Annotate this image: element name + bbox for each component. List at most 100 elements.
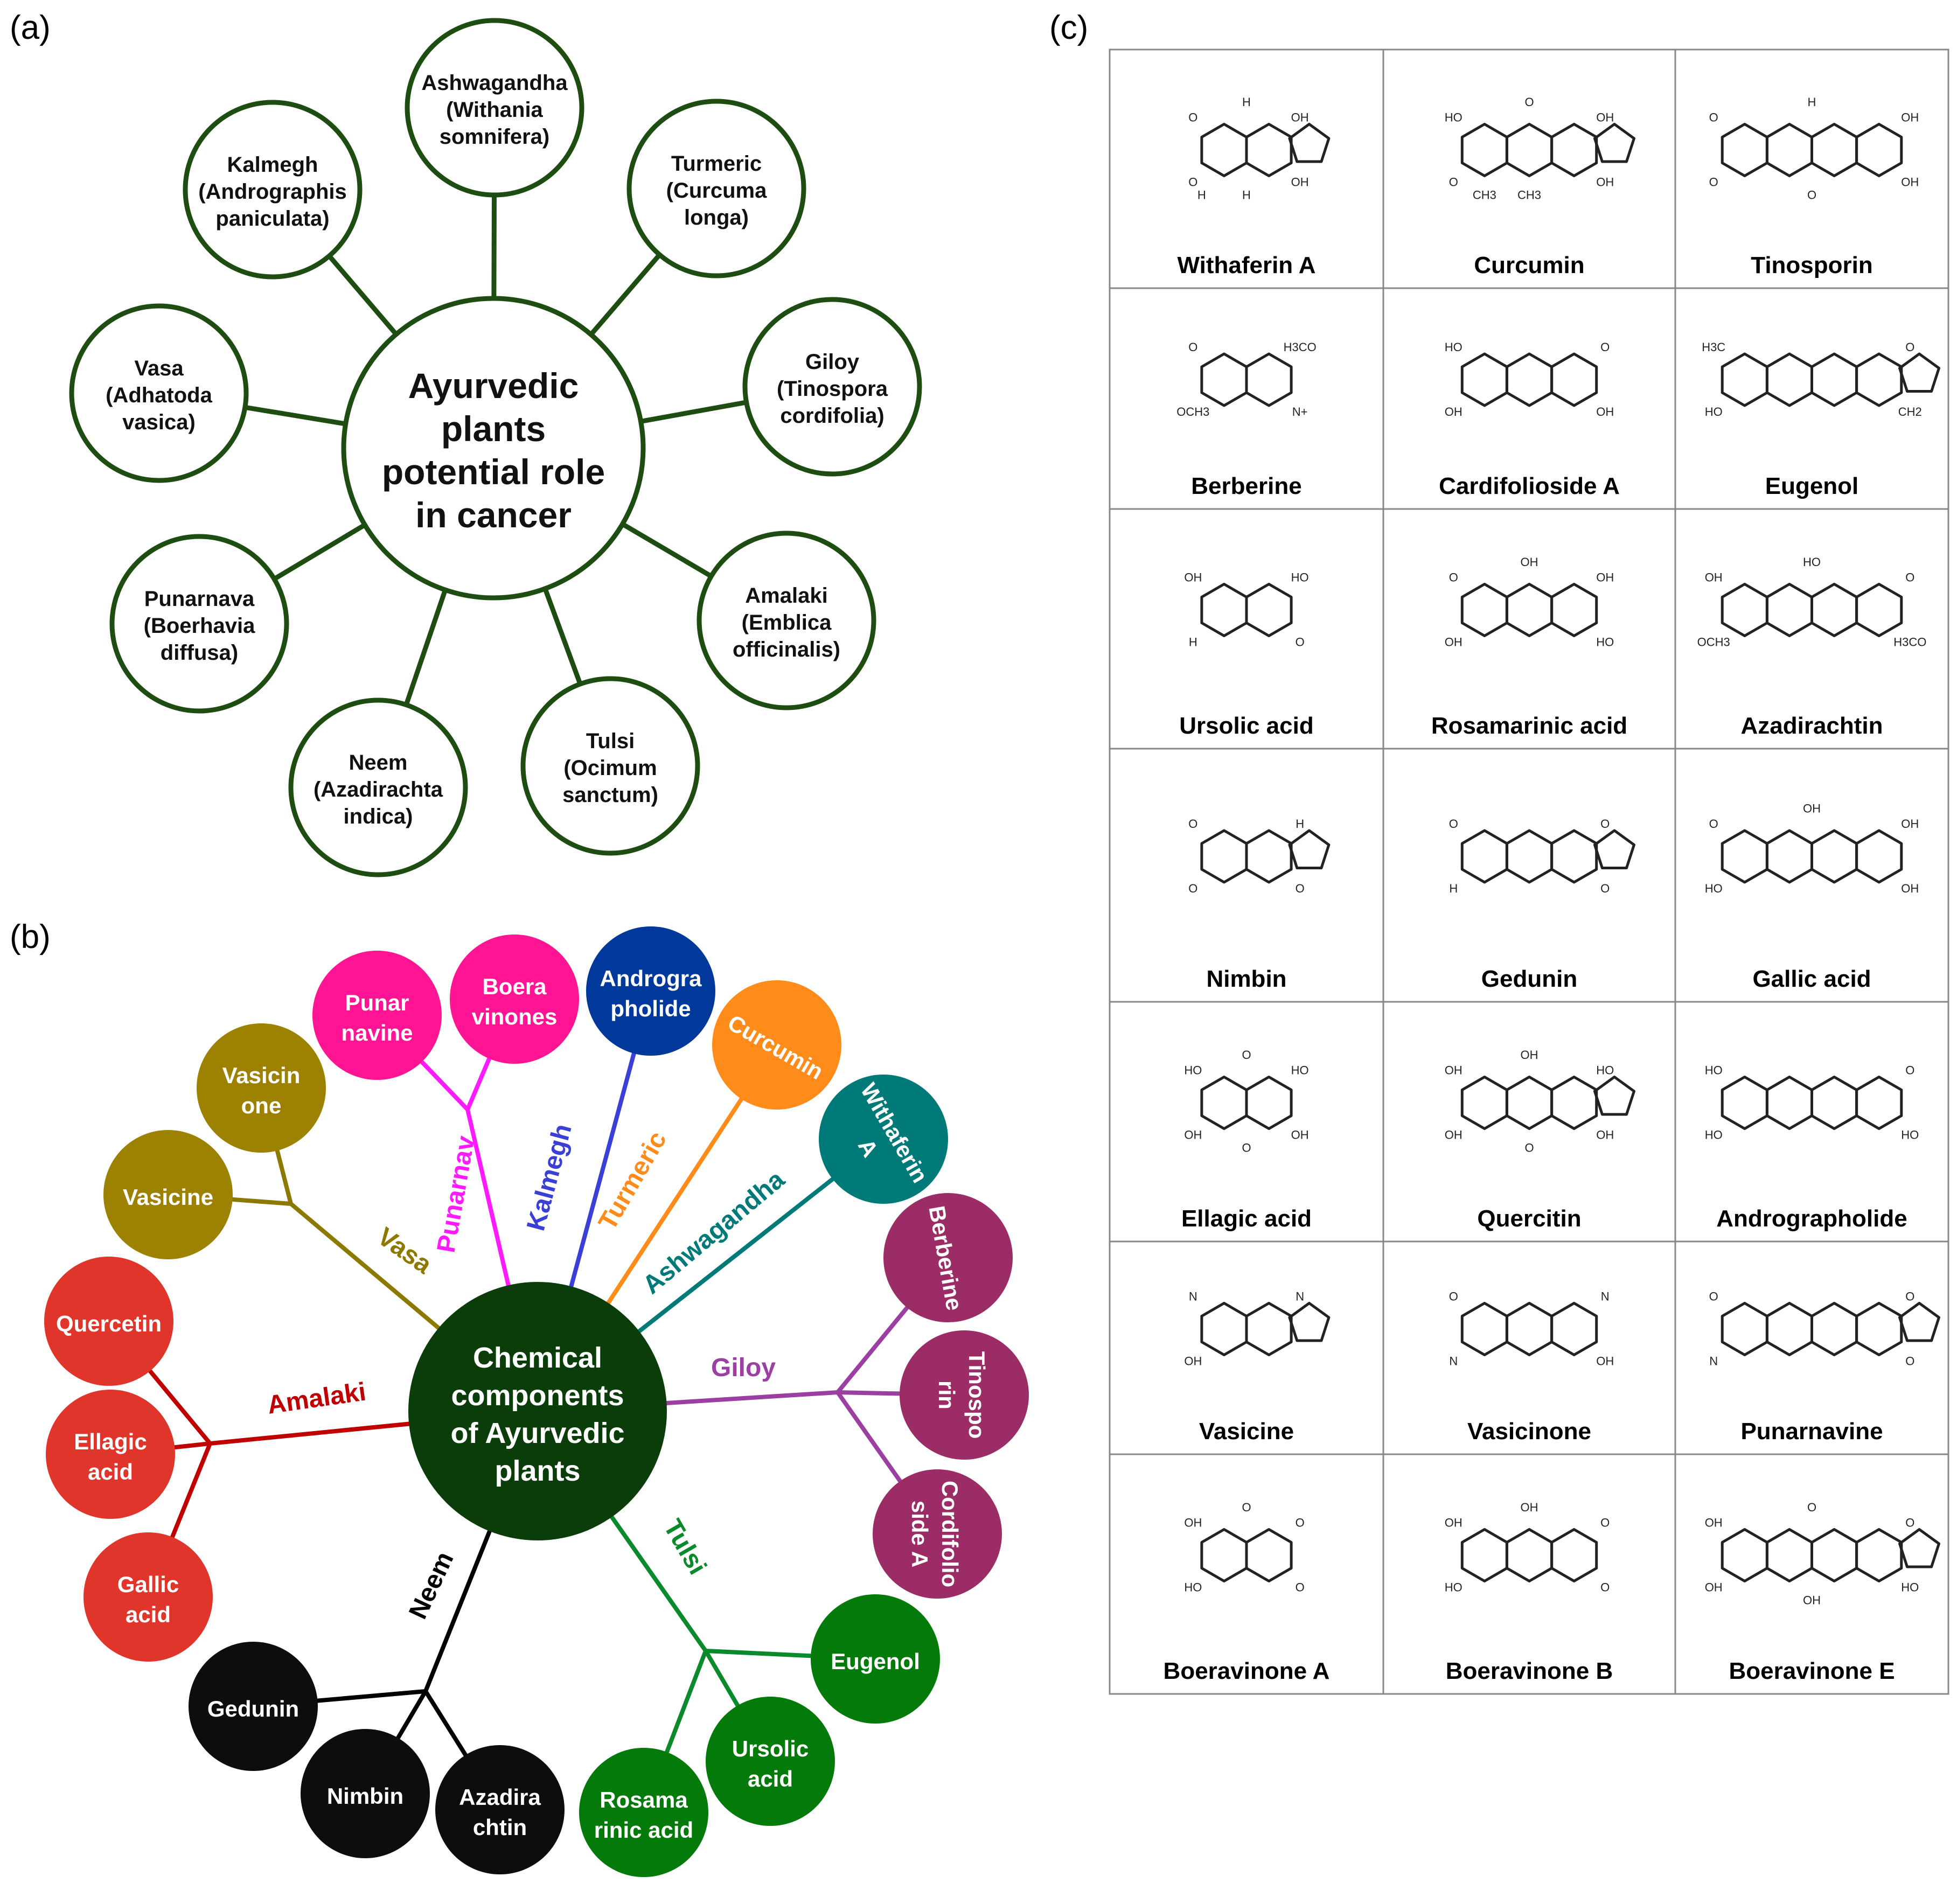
- atom-label: OH: [1521, 555, 1538, 569]
- plant-node-tulsi: [520, 676, 700, 856]
- compound-label-line: vinones: [472, 1004, 558, 1029]
- compound-label-line: Nimbin: [327, 1783, 403, 1809]
- compound-label-line: Cordifolio: [937, 1481, 963, 1587]
- ring-bond: [1721, 123, 1768, 177]
- center-label-line: Chemical: [473, 1342, 602, 1374]
- compound-label: Eugenol: [831, 1649, 920, 1674]
- ring-bond: [1765, 1302, 1813, 1356]
- atom-label: O: [1188, 882, 1197, 895]
- ring-bond: [1855, 123, 1903, 177]
- compound-label-line: Tinospo: [964, 1351, 990, 1439]
- compound-name: Cardifolioside A: [1439, 473, 1620, 499]
- plant-label-line: Ashwagandha: [421, 71, 568, 95]
- plant-label-line: (Boerhavia: [144, 614, 255, 638]
- branch-label: Turmeric: [593, 1127, 672, 1235]
- center-label-line: of Ayurvedic: [450, 1417, 624, 1449]
- atom-label: HO: [1184, 1581, 1202, 1594]
- ring-bond: [1245, 583, 1293, 637]
- compound-node-tinospo-rin: [900, 1330, 1029, 1460]
- ring-bond: [1460, 1076, 1508, 1130]
- ring-bond: [1810, 1528, 1858, 1582]
- atom-label: OCH3: [1697, 636, 1730, 649]
- plant-label-line: Vasa: [134, 357, 184, 380]
- compound-name: Vasicine: [1199, 1418, 1294, 1445]
- ring-bond: [1721, 583, 1768, 637]
- compound-label-line: rin: [934, 1380, 959, 1410]
- ring-bond: [1200, 1076, 1248, 1130]
- atom-label: O: [1600, 340, 1610, 354]
- branch-line: [661, 1390, 838, 1406]
- ring-bond: [1505, 829, 1554, 884]
- compound-node-vasicine: [103, 1130, 233, 1259]
- center-label-line: potential role: [382, 452, 605, 492]
- ring-bond: [1550, 1528, 1598, 1582]
- atom-label: O: [1905, 340, 1914, 354]
- atom-label: O: [1242, 1141, 1251, 1155]
- atom-label: O: [1600, 1581, 1610, 1594]
- atom-label: O: [1188, 176, 1197, 189]
- atom-label: OH: [1596, 1355, 1614, 1368]
- compound-name: Withaferin A: [1177, 252, 1315, 278]
- compound-node-quercetin: [44, 1257, 173, 1386]
- atom-label: OH: [1291, 176, 1309, 189]
- ring-bond: [1200, 1528, 1248, 1582]
- ring-bond: [1200, 583, 1248, 637]
- compound-node-ursolic-acid: [706, 1697, 835, 1826]
- compound-label-line: acid: [126, 1602, 171, 1627]
- atom-label: O: [1905, 571, 1914, 584]
- ring-bond: [1810, 1302, 1858, 1356]
- compound-node-curcumin: [712, 980, 841, 1110]
- plant-label-line: paniculata): [215, 207, 329, 231]
- atom-label: OH: [1803, 1594, 1821, 1607]
- ring-bond: [1855, 829, 1903, 884]
- compound-label: Quercetin: [56, 1311, 162, 1336]
- atom-label: O: [1449, 1290, 1458, 1303]
- plant-label-line: sanctum): [562, 783, 658, 807]
- plant-label-line: longa): [684, 206, 749, 229]
- ring-bond: [1855, 1302, 1903, 1356]
- atom-label: H: [1449, 882, 1458, 895]
- atom-label: OH: [1184, 1516, 1202, 1530]
- compound-label: Tinosporin: [934, 1351, 990, 1439]
- ring-bond: [1721, 1302, 1768, 1356]
- compound-node-cordifolio-side-a: [873, 1469, 1002, 1599]
- compound-label: Cordifolioside A: [907, 1481, 963, 1587]
- atom-label: O: [1449, 817, 1458, 831]
- atom-label: O: [1807, 1501, 1816, 1514]
- ring-bond: [1898, 1528, 1940, 1568]
- atom-label: OH: [1445, 405, 1462, 419]
- compound-node-boera-vinones: [450, 934, 579, 1064]
- ring-bond: [1765, 829, 1813, 884]
- compound-label-line: Androgra: [600, 966, 702, 991]
- atom-label: O: [1807, 189, 1816, 202]
- plant-node-kalmegh: [183, 100, 363, 280]
- connector-line: [491, 194, 497, 299]
- atom-label: OH: [1901, 817, 1919, 831]
- atom-label: HO: [1596, 636, 1614, 649]
- atom-label: HO: [1445, 340, 1462, 354]
